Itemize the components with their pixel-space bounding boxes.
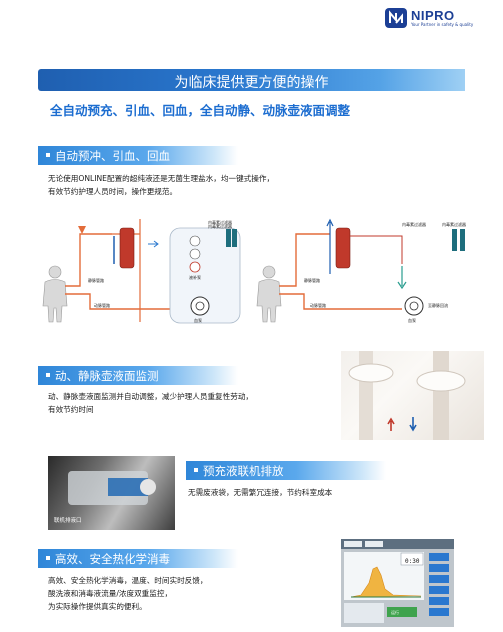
brand-name: NIPRO — [411, 8, 455, 23]
patient-figure-icon — [42, 265, 68, 323]
disinfection-screen-photo: 0:30 运行 — [341, 539, 454, 627]
prime-diagram-left: 液补泵 内毒素过滤器 内毒素过滤器 血泵 静脉管路 动脉管路 — [42, 219, 241, 324]
blood-pump-label: 血泵 — [194, 317, 202, 323]
text-line: 无论使用ONLINE配置的超纯液还是无菌生理盐水，均一键式操作， — [48, 174, 275, 183]
arterial-line-label: 动脉管路 — [94, 302, 110, 308]
arterial-line-label: 动脉管路 — [310, 302, 326, 308]
prime-diagram-right: 内毒素过滤器 内毒素过滤器 血泵 至静脉回流 静脉管路 动脉管路 — [256, 218, 466, 323]
text-line: 动、静脉壶液面监测并自动调整，减少护理人员重复性劳动， — [48, 392, 254, 401]
text-line: 无需废液袋，无需繁冗连接，节约科室成本 — [188, 488, 333, 497]
drain-label: 至静脉回流 — [428, 302, 448, 308]
blood-pump-label: 血泵 — [408, 317, 416, 323]
patient-figure-icon — [256, 265, 282, 323]
photo-caption: 联机排液口 — [54, 518, 82, 524]
dialyzer-icon — [119, 227, 135, 269]
text-line: 为实际操作提供真实的便利。 — [48, 602, 147, 611]
section-header-priming-drain: 预充液联机排放 — [186, 461, 386, 480]
fluid-pump-label: 液补泵 — [189, 274, 201, 280]
page-title: 为临床提供更方便的操作 — [174, 75, 329, 91]
section-title: 预充液联机排放 — [203, 464, 284, 478]
filter-label: 内毒素过滤器 — [208, 223, 232, 229]
text-line: 有效节约时间 — [48, 405, 94, 414]
filter-label: 内毒素过滤器 — [402, 221, 426, 227]
bullet-icon — [46, 556, 50, 560]
filter-label: 内毒素过滤器 — [442, 221, 466, 227]
bullet-icon — [194, 468, 198, 472]
bullet-icon — [46, 153, 50, 157]
bullet-icon — [46, 373, 50, 377]
page-title-bar: 为临床提供更方便的操作 — [38, 69, 465, 91]
venous-line-label: 静脉管路 — [88, 277, 104, 283]
drain-port-photo: 联机排液口 — [48, 456, 175, 530]
section-title: 自动预冲、引血、回血 — [55, 149, 170, 163]
nipro-logo: NIPRO Your Partner in safety & quality — [385, 6, 497, 30]
chamber-monitor-text: 动、静脉壶液面监测并自动调整，减少护理人员重复性劳动， 有效节约时间 — [48, 390, 253, 416]
text-line: 酸洗液和消毒液流量/浓度双重监控， — [48, 589, 173, 598]
auto-prime-text: 无论使用ONLINE配置的超纯液还是无菌生理盐水，均一键式操作， 有效节约护理人… — [48, 172, 274, 198]
page-subtitle: 全自动预充、引血、回血，全自动静、动脉壶液面调整 — [50, 103, 351, 118]
nipro-mark-icon — [385, 8, 407, 28]
brand-tagline: Your Partner in safety & quality — [411, 22, 474, 27]
section-header-auto-prime: 自动预冲、引血、回血 — [38, 146, 238, 165]
disinfection-text: 高效、安全热化学消毒，温度、时间实时反馈， 酸洗液和消毒液流量/浓度双重监控， … — [48, 574, 207, 613]
section-header-disinfection: 高效、安全热化学消毒 — [38, 549, 238, 568]
section-header-chamber-monitor: 动、静脉壶液面监测 — [38, 366, 238, 385]
screen-status: 运行 — [391, 609, 399, 615]
venous-line-label: 静脉管路 — [304, 277, 320, 283]
text-line: 有效节约护理人员时间，操作更规范。 — [48, 187, 178, 196]
priming-drain-text: 无需废液袋，无需繁冗连接，节约科室成本 — [188, 486, 332, 499]
text-line: 高效、安全热化学消毒，温度、时间实时反馈， — [48, 576, 208, 585]
screen-timer: 0:30 — [405, 558, 420, 565]
dialyzer-icon — [335, 227, 351, 269]
filter-label: 内毒素过滤器 — [208, 219, 232, 225]
section-title: 动、静脉壶液面监测 — [55, 369, 159, 383]
chamber-valves-photo — [341, 351, 484, 440]
section-title: 高效、安全热化学消毒 — [55, 552, 170, 566]
